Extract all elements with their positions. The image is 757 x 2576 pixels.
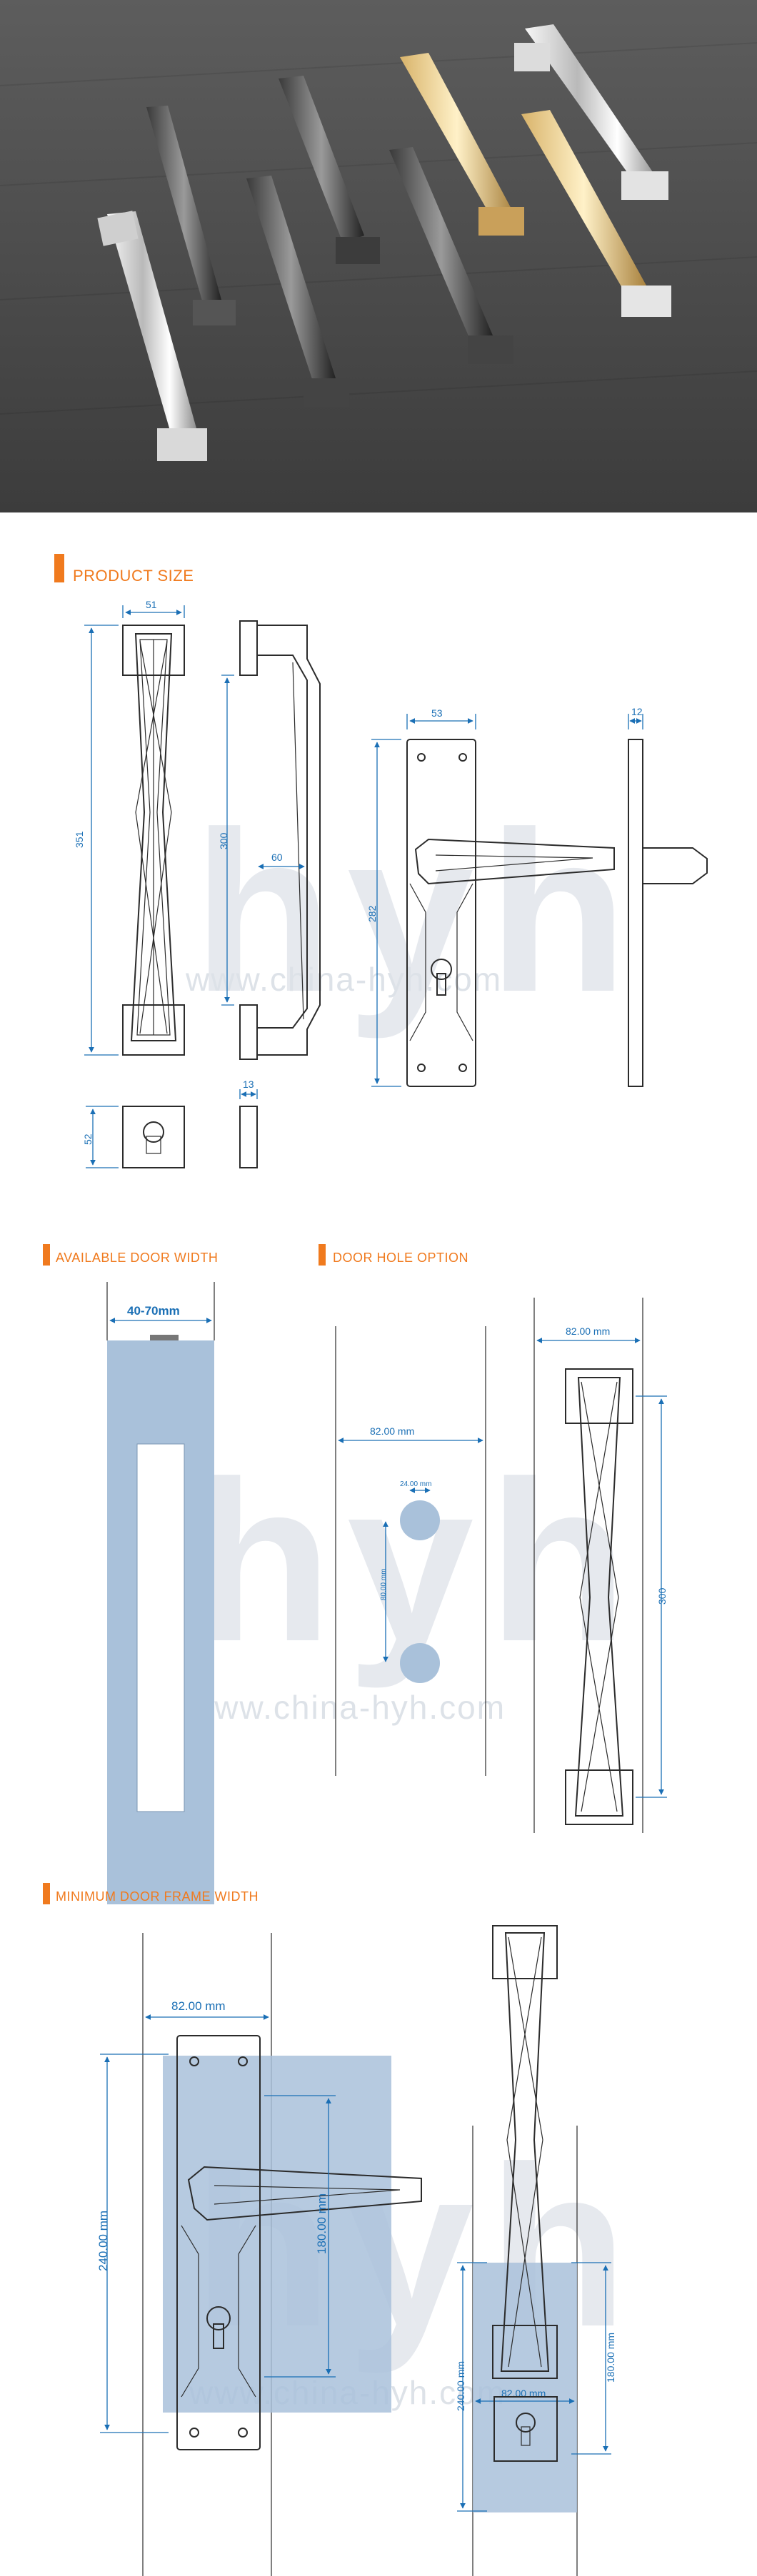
pull-frame-diagram: 82.00 mm 240.00 mm 180.00 mm [455, 1925, 616, 2576]
section-title: DOOR HOLE OPTION [333, 1251, 468, 1265]
dim-plate-width: 53 [431, 707, 443, 719]
dim-pull-width: 51 [146, 599, 157, 610]
dim-pull-centers: 300 [656, 1587, 668, 1605]
door-hole-diagram: 82.00 mm 24.00 mm 80.00 mm [335, 1326, 486, 1776]
dim-plate-length: 282 [366, 905, 378, 922]
dim-door-width: 40-70mm [127, 1304, 180, 1318]
lever-plate-side-view: 12 [628, 706, 708, 1087]
dim-frame-offset: 82.00 mm [171, 1999, 226, 2013]
dim-frame-plate-len-2: 240.00 mm [455, 2361, 466, 2411]
pull-handle-chrome-front [97, 211, 207, 461]
section-marker [54, 554, 64, 582]
door-width-diagram: 40-70mm [106, 1282, 215, 1904]
section-door-hole-option: DOOR HOLE OPTION [319, 1244, 468, 1266]
dim-pull-depth: 60 [271, 852, 283, 863]
dim-pull-offset: 82.00 mm [566, 1325, 610, 1337]
dim-frame-handle-h: 180.00 mm [315, 2193, 329, 2254]
rose-front-view: 52 [82, 1106, 185, 1168]
pull-handle-install-diagram: 82.00 mm 300 [533, 1298, 668, 1833]
pull-handle-dark-2 [246, 176, 349, 407]
svg-text:www.china-hyh.com: www.china-hyh.com [185, 961, 502, 998]
section-title: MINIMUM DOOR FRAME WIDTH [56, 1889, 259, 1904]
dim-pull-length: 351 [74, 831, 85, 848]
section-minimum-door-frame-width: MINIMUM DOOR FRAME WIDTH [43, 1883, 259, 1904]
pull-handle-side-view: 300 60 [218, 620, 321, 1060]
section-title: AVAILABLE DOOR WIDTH [56, 1251, 218, 1265]
watermark-1: hyh www.china-hyh.com [185, 784, 642, 1041]
rose-side-view: 13 [239, 1079, 258, 1168]
pull-handle-gold-chrome [521, 110, 671, 317]
pull-handle-front-view: 51 351 [74, 599, 185, 1056]
svg-text:hyh: hyh [193, 784, 642, 1041]
dim-plate-thick: 12 [631, 706, 643, 717]
pull-handle-dark-1 [146, 106, 236, 325]
product-photo [0, 0, 757, 512]
lever-frame-diagram: 82.00 mm 240.00 mm 180.00 mm [96, 1933, 422, 2576]
section-available-door-width: AVAILABLE DOOR WIDTH [43, 1244, 218, 1266]
dim-hole-offset: 82.00 mm [370, 1425, 414, 1437]
svg-text:www.china-hyh.com: www.china-hyh.com [189, 1689, 506, 1726]
dim-frame-handle-h-2: 180.00 mm [605, 2333, 616, 2383]
lever-plate-front-view: 53 282 [366, 707, 615, 1087]
section-product-size: PRODUCT SIZE [54, 554, 194, 585]
dim-rose-thick: 13 [243, 1079, 254, 1090]
pull-handle-dark-4 [389, 147, 513, 364]
technical-drawings: hyh www.china-hyh.com hyh www.china-hyh.… [43, 554, 708, 2576]
dim-pull-inner: 300 [218, 832, 229, 849]
pull-handle-gold [400, 53, 524, 236]
section-marker [43, 1883, 50, 1904]
dim-hole-diameter: 24.00 mm [400, 1480, 431, 1488]
dim-rose-size: 52 [82, 1133, 94, 1145]
pull-handle-dark-3 [279, 76, 380, 264]
section-title: PRODUCT SIZE [73, 567, 194, 585]
section-marker [319, 1244, 326, 1266]
section-marker [43, 1244, 50, 1266]
dim-hole-spacing: 80.00 mm [380, 1569, 388, 1600]
dim-frame-plate-len: 240.00 mm [96, 2211, 110, 2271]
pull-handle-chrome-back [514, 24, 668, 200]
